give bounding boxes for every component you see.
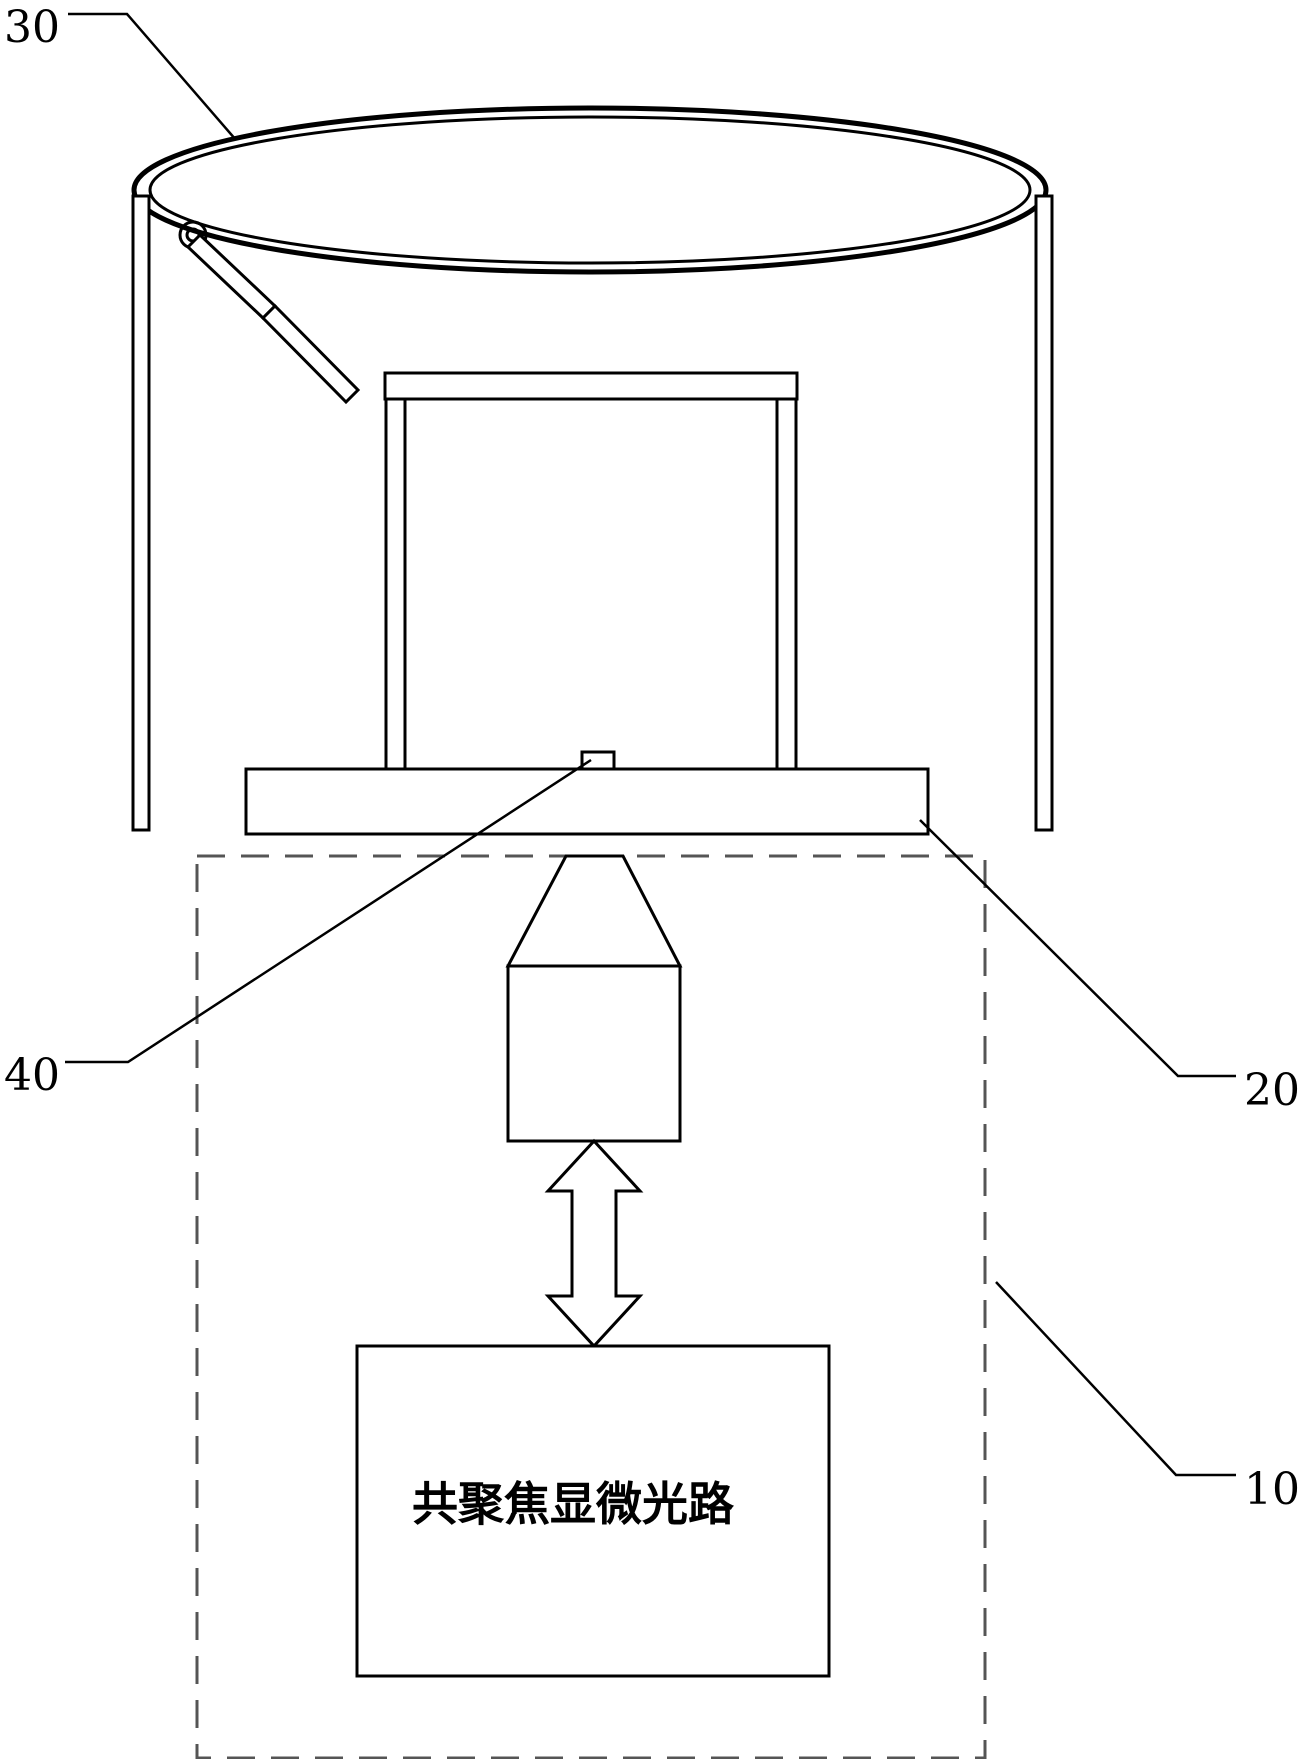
leader-line-30 [68,12,237,141]
label-10: 10 [1244,1464,1300,1515]
outer-ring-outer [131,105,1049,275]
left-leg [131,194,151,832]
label-40: 40 [4,1050,60,1101]
leader-line-10 [995,1281,1236,1477]
outer-ring-inner [148,115,1032,265]
sample-block [580,750,616,771]
sample-frame [383,371,799,771]
stage-platform [244,767,930,836]
objective-lens-body [506,964,682,1143]
outer-ring-assembly [131,105,1054,832]
leader-lines [65,12,1236,1477]
frame-top-bar [383,371,799,401]
confocal-optical-path-box [355,1344,831,1678]
right-leg [1034,194,1054,832]
frame-right-post [775,397,798,771]
label-20: 20 [1244,1065,1300,1116]
confocal-optical-path-label: 共聚焦显微光路 [412,1477,735,1531]
arm-lower [260,303,361,405]
leader-line-20 [919,819,1236,1078]
hinged-arm [178,220,361,405]
label-30: 30 [4,2,60,53]
optical-module-boundary [195,854,987,1759]
frame-left-post [384,397,407,771]
leader-line-40 [65,758,592,1064]
objective-lens-cone [505,854,683,968]
double-arrow [544,1138,644,1349]
